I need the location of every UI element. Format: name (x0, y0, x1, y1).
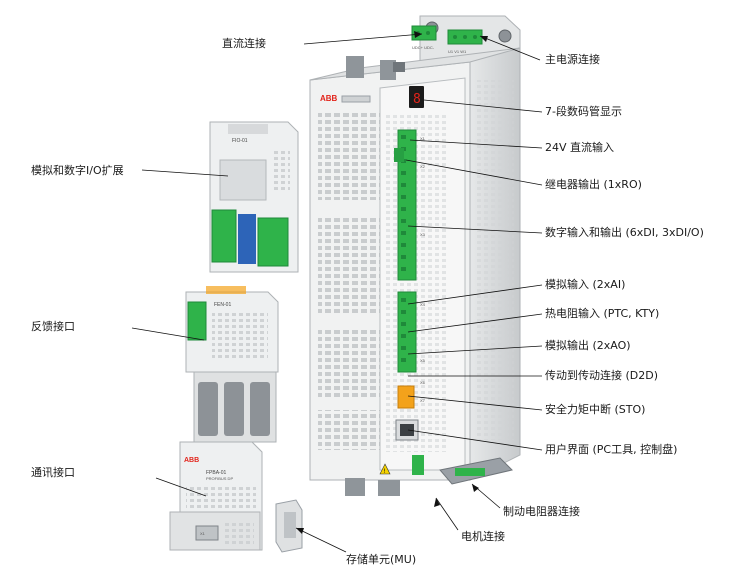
memory-unit-contacts (284, 512, 296, 538)
fio-label-plate (220, 160, 266, 200)
bottom-terminal (412, 455, 424, 475)
label-user-interface: 用户界面 (PC工具, 控制盘) (545, 443, 677, 457)
fio-right-terminals (258, 218, 288, 266)
sto-terminal (398, 386, 414, 408)
label-comm-interface: 通讯接口 (31, 466, 75, 480)
fen-terminal (188, 302, 206, 340)
fpba-module: ABB FPBA-01 PROFIBUS DP X1 (170, 442, 262, 550)
leader-mu (296, 528, 346, 552)
side-vents (476, 80, 514, 440)
leader-dc (304, 34, 422, 44)
label-dc-connection: 直流连接 (222, 37, 266, 51)
mains-marking: U1 V1 W1 (448, 49, 467, 54)
svg-text:X6: X6 (420, 380, 426, 385)
relay-terminal (394, 148, 404, 162)
dsub-connector-icon (250, 382, 270, 436)
dsub-connector-icon (224, 382, 244, 436)
label-brake-resistor: 制动电阻器连接 (503, 505, 580, 519)
dsub-connector-icon (198, 382, 218, 436)
rj45-icon (400, 424, 414, 436)
fio-module: FIO-01 (210, 122, 298, 272)
udc-marking: UDC+ UDC- (412, 45, 435, 50)
main-drive-unit: ABB 8 X1 X2 X3 X4 X5 X6 (310, 16, 520, 496)
label-storage-unit: 存储单元(MU) (346, 553, 416, 567)
fio-left-terminals (212, 210, 236, 262)
fio-top-lip (228, 124, 268, 134)
mounting-tab (393, 62, 405, 72)
label-digital-io: 数字输入和输出 (6xDI, 3xDI/O) (545, 226, 704, 240)
label-analog-digital-io-extension: 模拟和数字I/O扩展 (31, 164, 124, 178)
front-vents (318, 215, 380, 315)
fen-title: FEN-01 (214, 302, 231, 308)
svg-text:X1: X1 (420, 136, 426, 141)
abb-logo: ABB (320, 94, 338, 103)
label-seven-segment: 7-段数码管显示 (545, 105, 622, 119)
brake-terminal (455, 468, 485, 476)
fen-vents (212, 312, 268, 360)
front-vents (318, 330, 380, 400)
display-digit: 8 (413, 92, 421, 107)
warning-exclamation-icon: ! (384, 468, 386, 475)
fpba-subtitle: PROFIBUS DP (206, 476, 233, 481)
leader-motor (436, 498, 458, 530)
fpba-x1-label: X1 (200, 531, 206, 536)
top-connector-strip (342, 96, 370, 102)
fen-module: FEN-01 (186, 286, 278, 442)
front-vents (318, 112, 380, 200)
label-relay-output: 继电器输出 (1xRO) (545, 178, 642, 192)
svg-text:X7: X7 (420, 398, 426, 403)
label-thermistor-input: 热电阻输入 (PTC, KTY) (545, 307, 659, 321)
fpba-vents (186, 486, 256, 508)
svg-text:X2: X2 (420, 164, 426, 169)
mounting-tab (346, 56, 364, 78)
label-d2d: 传动到传动连接 (D2D) (545, 369, 658, 383)
label-analog-output: 模拟输出 (2xAO) (545, 339, 631, 353)
label-sto: 安全力矩中断 (STO) (545, 403, 645, 417)
analog-terminal-block (398, 292, 416, 372)
svg-text:X5: X5 (420, 358, 426, 363)
label-feedback-interface: 反馈接口 (31, 320, 75, 334)
label-main-power: 主电源连接 (545, 53, 600, 67)
svg-text:X4: X4 (420, 302, 426, 307)
mounting-screw-icon (499, 30, 511, 42)
svg-text:X3: X3 (420, 232, 426, 237)
fio-vents (272, 148, 290, 192)
fpba-side-vents (224, 522, 254, 544)
label-motor-connection: 电机连接 (461, 530, 505, 544)
fio-blue-block (238, 214, 256, 264)
front-vents (318, 410, 380, 450)
fpba-abb-logo: ABB (184, 457, 199, 464)
fio-title: FIO-01 (232, 138, 248, 144)
bottom-bracket (345, 478, 365, 496)
label-analog-input: 模拟输入 (2xAI) (545, 278, 625, 292)
memory-unit (276, 500, 302, 552)
label-24v-dc-input: 24V 直流输入 (545, 141, 614, 155)
arrowhead-icon (472, 484, 479, 492)
fen-top-pins (206, 286, 246, 294)
bottom-bracket (378, 480, 400, 496)
